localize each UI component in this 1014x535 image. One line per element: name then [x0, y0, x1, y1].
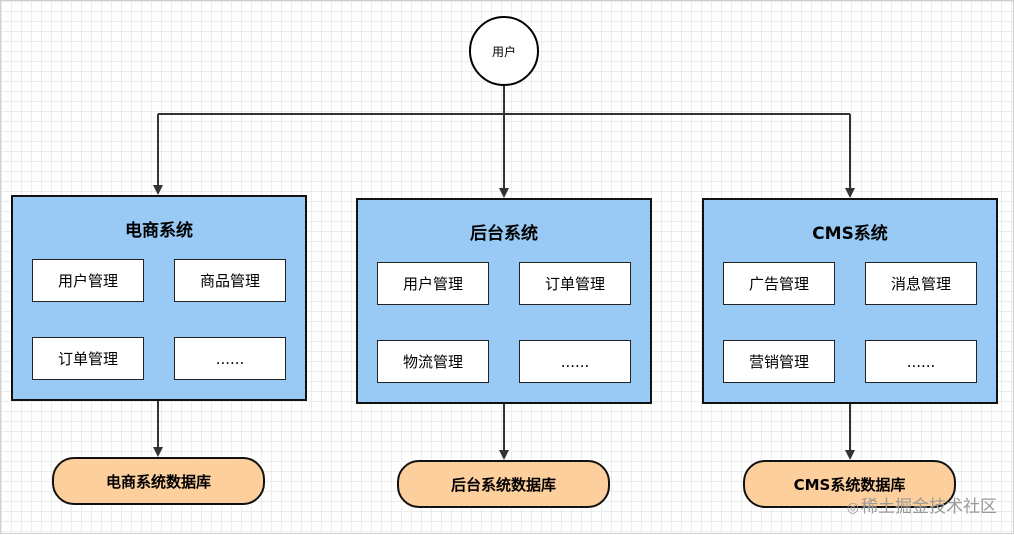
- module-more: ......: [865, 340, 977, 383]
- user-label: 用户: [491, 44, 516, 59]
- watermark-text: 稀土掘金技术社区: [861, 497, 997, 517]
- watermark: ◎稀土掘金技术社区: [847, 492, 997, 517]
- ecommerce-system-title: 电商系统: [125, 221, 193, 241]
- module-more: ......: [519, 340, 631, 383]
- backend-system: 后台系统 用户管理 订单管理 物流管理 ......: [356, 198, 652, 404]
- user-node: 用户: [469, 16, 539, 86]
- module-order-management: 订单管理: [519, 262, 631, 305]
- module-logistics-management: 物流管理: [377, 340, 489, 383]
- backend-system-title: 后台系统: [470, 224, 538, 244]
- module-user-management: 用户管理: [377, 262, 489, 305]
- module-marketing-management: 营销管理: [723, 340, 835, 383]
- cms-system-title: CMS系统: [812, 224, 888, 244]
- ecommerce-database: 电商系统数据库: [52, 457, 265, 505]
- juejin-logo-icon: ◎: [846, 500, 859, 516]
- module-product-management: 商品管理: [174, 259, 286, 302]
- module-message-management: 消息管理: [865, 262, 977, 305]
- module-user-management: 用户管理: [32, 259, 144, 302]
- module-ad-management: 广告管理: [723, 262, 835, 305]
- ecommerce-system: 电商系统 用户管理 商品管理 订单管理 ......: [11, 195, 307, 401]
- module-order-management: 订单管理: [32, 337, 144, 380]
- module-more: ......: [174, 337, 286, 380]
- cms-database: CMS系统数据库: [743, 460, 956, 508]
- cms-system: CMS系统 广告管理 消息管理 营销管理 ......: [702, 198, 998, 404]
- backend-database: 后台系统数据库: [397, 460, 610, 508]
